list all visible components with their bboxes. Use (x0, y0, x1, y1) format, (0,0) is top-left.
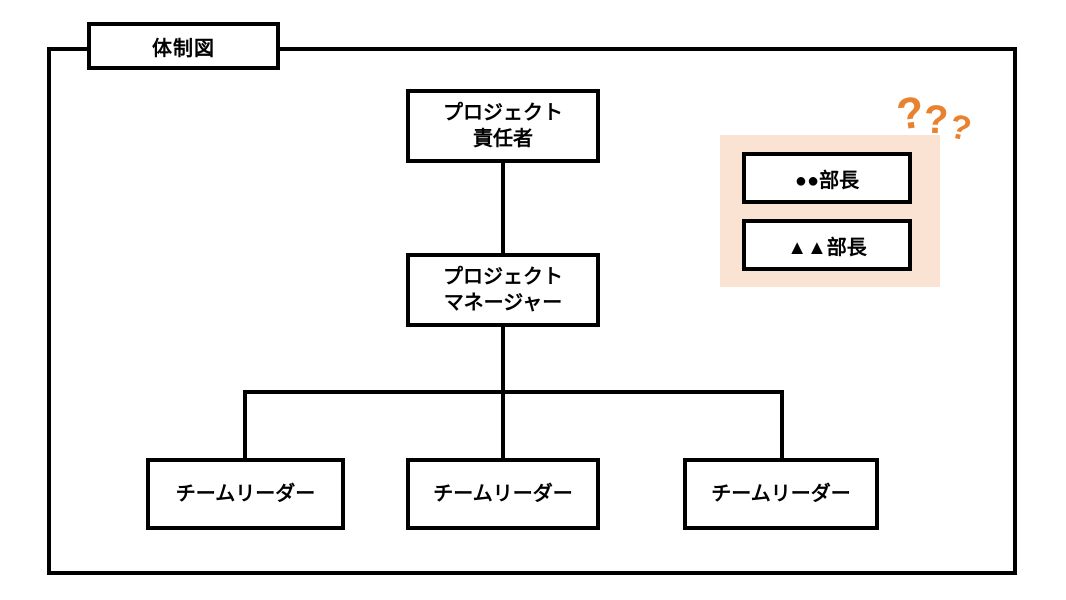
question-mark-icon-1: ? (893, 87, 928, 140)
node-team-leader-1-label: チームリーダー (175, 483, 316, 505)
node-project-manager-line-2: マネージャー (443, 292, 563, 314)
question-mark-icon-3: ? (946, 107, 975, 149)
node-department-head-1-label: ●●部長 (794, 169, 860, 192)
question-mark-icon-2: ? (923, 97, 950, 143)
node-team-leader-1: チームリーダー (146, 458, 345, 530)
node-team-leader-3: チームリーダー (683, 458, 879, 530)
connector-drop-team-leader-1 (243, 390, 247, 460)
node-department-head-2-label: ▲▲部長 (787, 236, 867, 259)
node-team-leader-2-label: チームリーダー (433, 483, 573, 505)
connector-director-to-manager (501, 161, 505, 255)
diagram-title: 体制図 (152, 37, 215, 60)
node-department-head-1: ●●部長 (742, 152, 912, 204)
node-project-director-line-2: 責任者 (473, 128, 533, 150)
frame-left-edge (47, 47, 51, 575)
node-project-manager-line-1: プロジェクト (443, 266, 563, 288)
node-project-manager: プロジェクト マネージャー (406, 253, 600, 327)
node-team-leader-3-label: チームリーダー (711, 483, 851, 505)
connector-manager-down (501, 325, 505, 394)
question-mark-annotation: ? ? ? (893, 87, 993, 150)
diagram-title-box: 体制図 (87, 22, 280, 70)
connector-drop-team-leader-2 (501, 390, 505, 460)
frame-right-edge (1013, 47, 1017, 575)
frame-top-right-segment (278, 47, 1017, 51)
frame-top-left-segment (47, 47, 89, 51)
connector-drop-team-leader-3 (780, 390, 784, 460)
connector-horizontal-bus (243, 390, 784, 394)
node-project-director: プロジェクト 責任者 (406, 89, 600, 163)
node-project-director-line-1: プロジェクト (443, 102, 563, 124)
node-team-leader-2: チームリーダー (406, 458, 600, 530)
node-department-head-2: ▲▲部長 (742, 219, 912, 271)
frame-bottom-edge (47, 571, 1017, 575)
